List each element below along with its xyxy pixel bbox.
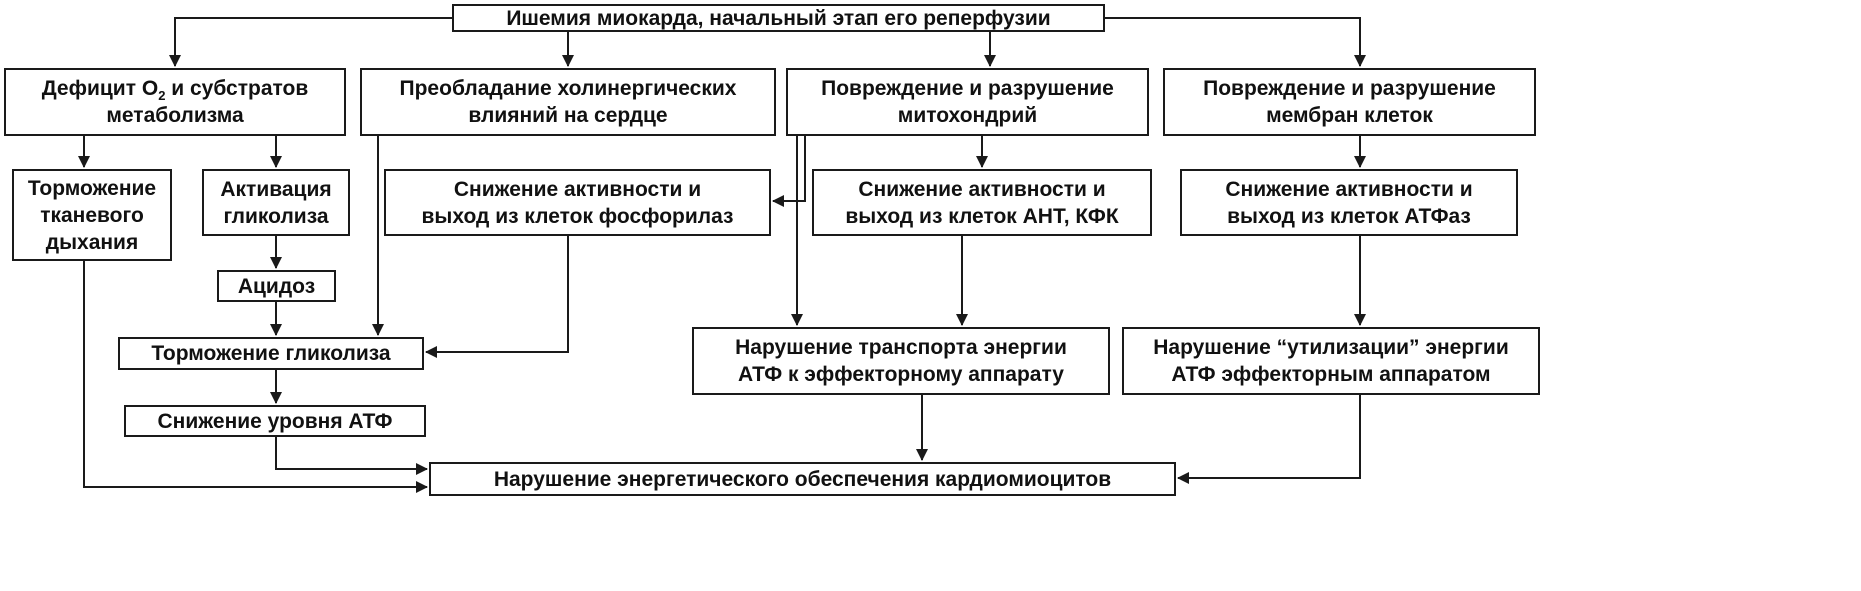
node-atpase-decrease: Снижение активности и выход из клеток АТ… [1180, 169, 1518, 236]
node-energy-supply-disruption: Нарушение энергетического обеспечения ка… [429, 462, 1176, 496]
node-text: Торможение [27, 176, 157, 200]
node-text: Торможение гликолиза [151, 342, 391, 365]
node-myocardial-ischemia: Ишемия миокарда, начальный этап его репе… [452, 4, 1105, 32]
node-acidosis: Ацидоз [217, 270, 336, 302]
node-text: выход из клеток фосфорилаз [421, 204, 734, 228]
node-o2-substrate-deficit: Дефицит O2 и субстратов метаболизма [4, 68, 346, 136]
node-text: метаболизма [106, 104, 244, 127]
node-text: Снижение активности и [453, 177, 702, 201]
node-text: Снижение активности и [858, 177, 1106, 201]
node-text: гликолиза [223, 204, 329, 228]
node-text: Снижение уровня АТФ [157, 409, 393, 433]
node-text: Активация [220, 177, 332, 201]
node-text: АТФ к эффекторному аппарату [738, 363, 1064, 386]
node-ant-kfk-decrease: Снижение активности и выход из клеток АН… [812, 169, 1152, 236]
node-text: тканевого [40, 203, 144, 227]
node-atp-level-drop: Снижение уровня АТФ [124, 405, 426, 437]
node-text: Снижение активности и [1225, 177, 1473, 201]
node-text: Ацидоз [237, 274, 316, 298]
arrow-ischemia-to-membrane [1105, 17, 1366, 67]
node-energy-transport-disruption: Нарушение транспорта энергии АТФ к эффек… [692, 327, 1110, 395]
node-energy-utilization-disruption: Нарушение “утилизации” энергии АТФ эффек… [1122, 327, 1540, 395]
node-text-part: Дефицит O [41, 77, 159, 100]
arrow-phosphorylase-to-glycolysis-inh [425, 236, 569, 358]
node-text-part: и субстратов [165, 77, 309, 100]
node-text: Повреждение и разрушение [1203, 77, 1496, 100]
node-text: дыхания [45, 230, 139, 254]
arrow-ischemia-to-deficit [169, 17, 452, 67]
node-text-subscript: 2 [158, 88, 166, 104]
node-mitochondria-damage: Повреждение и разрушение митохондрий [786, 68, 1149, 136]
arrow-mito-to-phosphorylase [772, 136, 806, 207]
node-text: Нарушение “утилизации” энергии [1153, 336, 1509, 359]
node-text: Дефицит O2 и субстратов [42, 75, 309, 102]
node-glycolysis-inhibition: Торможение гликолиза [118, 337, 424, 370]
node-text: АТФ эффекторным аппаратом [1171, 363, 1491, 386]
node-membrane-damage: Повреждение и разрушение мембран клеток [1163, 68, 1536, 136]
node-text: Ишемия миокарда, начальный этап его репе… [506, 6, 1051, 30]
node-text: выход из клеток АНТ, КФК [845, 204, 1119, 228]
arrow-utilization-to-energy [1177, 395, 1361, 484]
node-phosphorylase-decrease: Снижение активности и выход из клеток фо… [384, 169, 771, 236]
node-text: Нарушение транспорта энергии [735, 336, 1067, 359]
node-tissue-respiration-inhibition: Торможение тканевого дыхания [12, 169, 172, 261]
arrow-tissue-resp-to-energy [83, 261, 428, 493]
node-text: митохондрий [897, 104, 1038, 127]
node-text: Нарушение энергетического обеспечения ка… [493, 467, 1112, 491]
node-text: Повреждение и разрушение [821, 77, 1114, 100]
node-text: Преобладание холинергических [399, 77, 737, 100]
node-text: мембран клеток [1266, 104, 1433, 127]
node-cholinergic-dominance: Преобладание холинергических влияний на … [360, 68, 776, 136]
node-text: влияний на сердце [468, 104, 668, 127]
node-text: выход из клеток АТФаз [1227, 204, 1471, 228]
arrow-atp-drop-to-energy [275, 437, 428, 475]
node-glycolysis-activation: Активация гликолиза [202, 169, 350, 236]
